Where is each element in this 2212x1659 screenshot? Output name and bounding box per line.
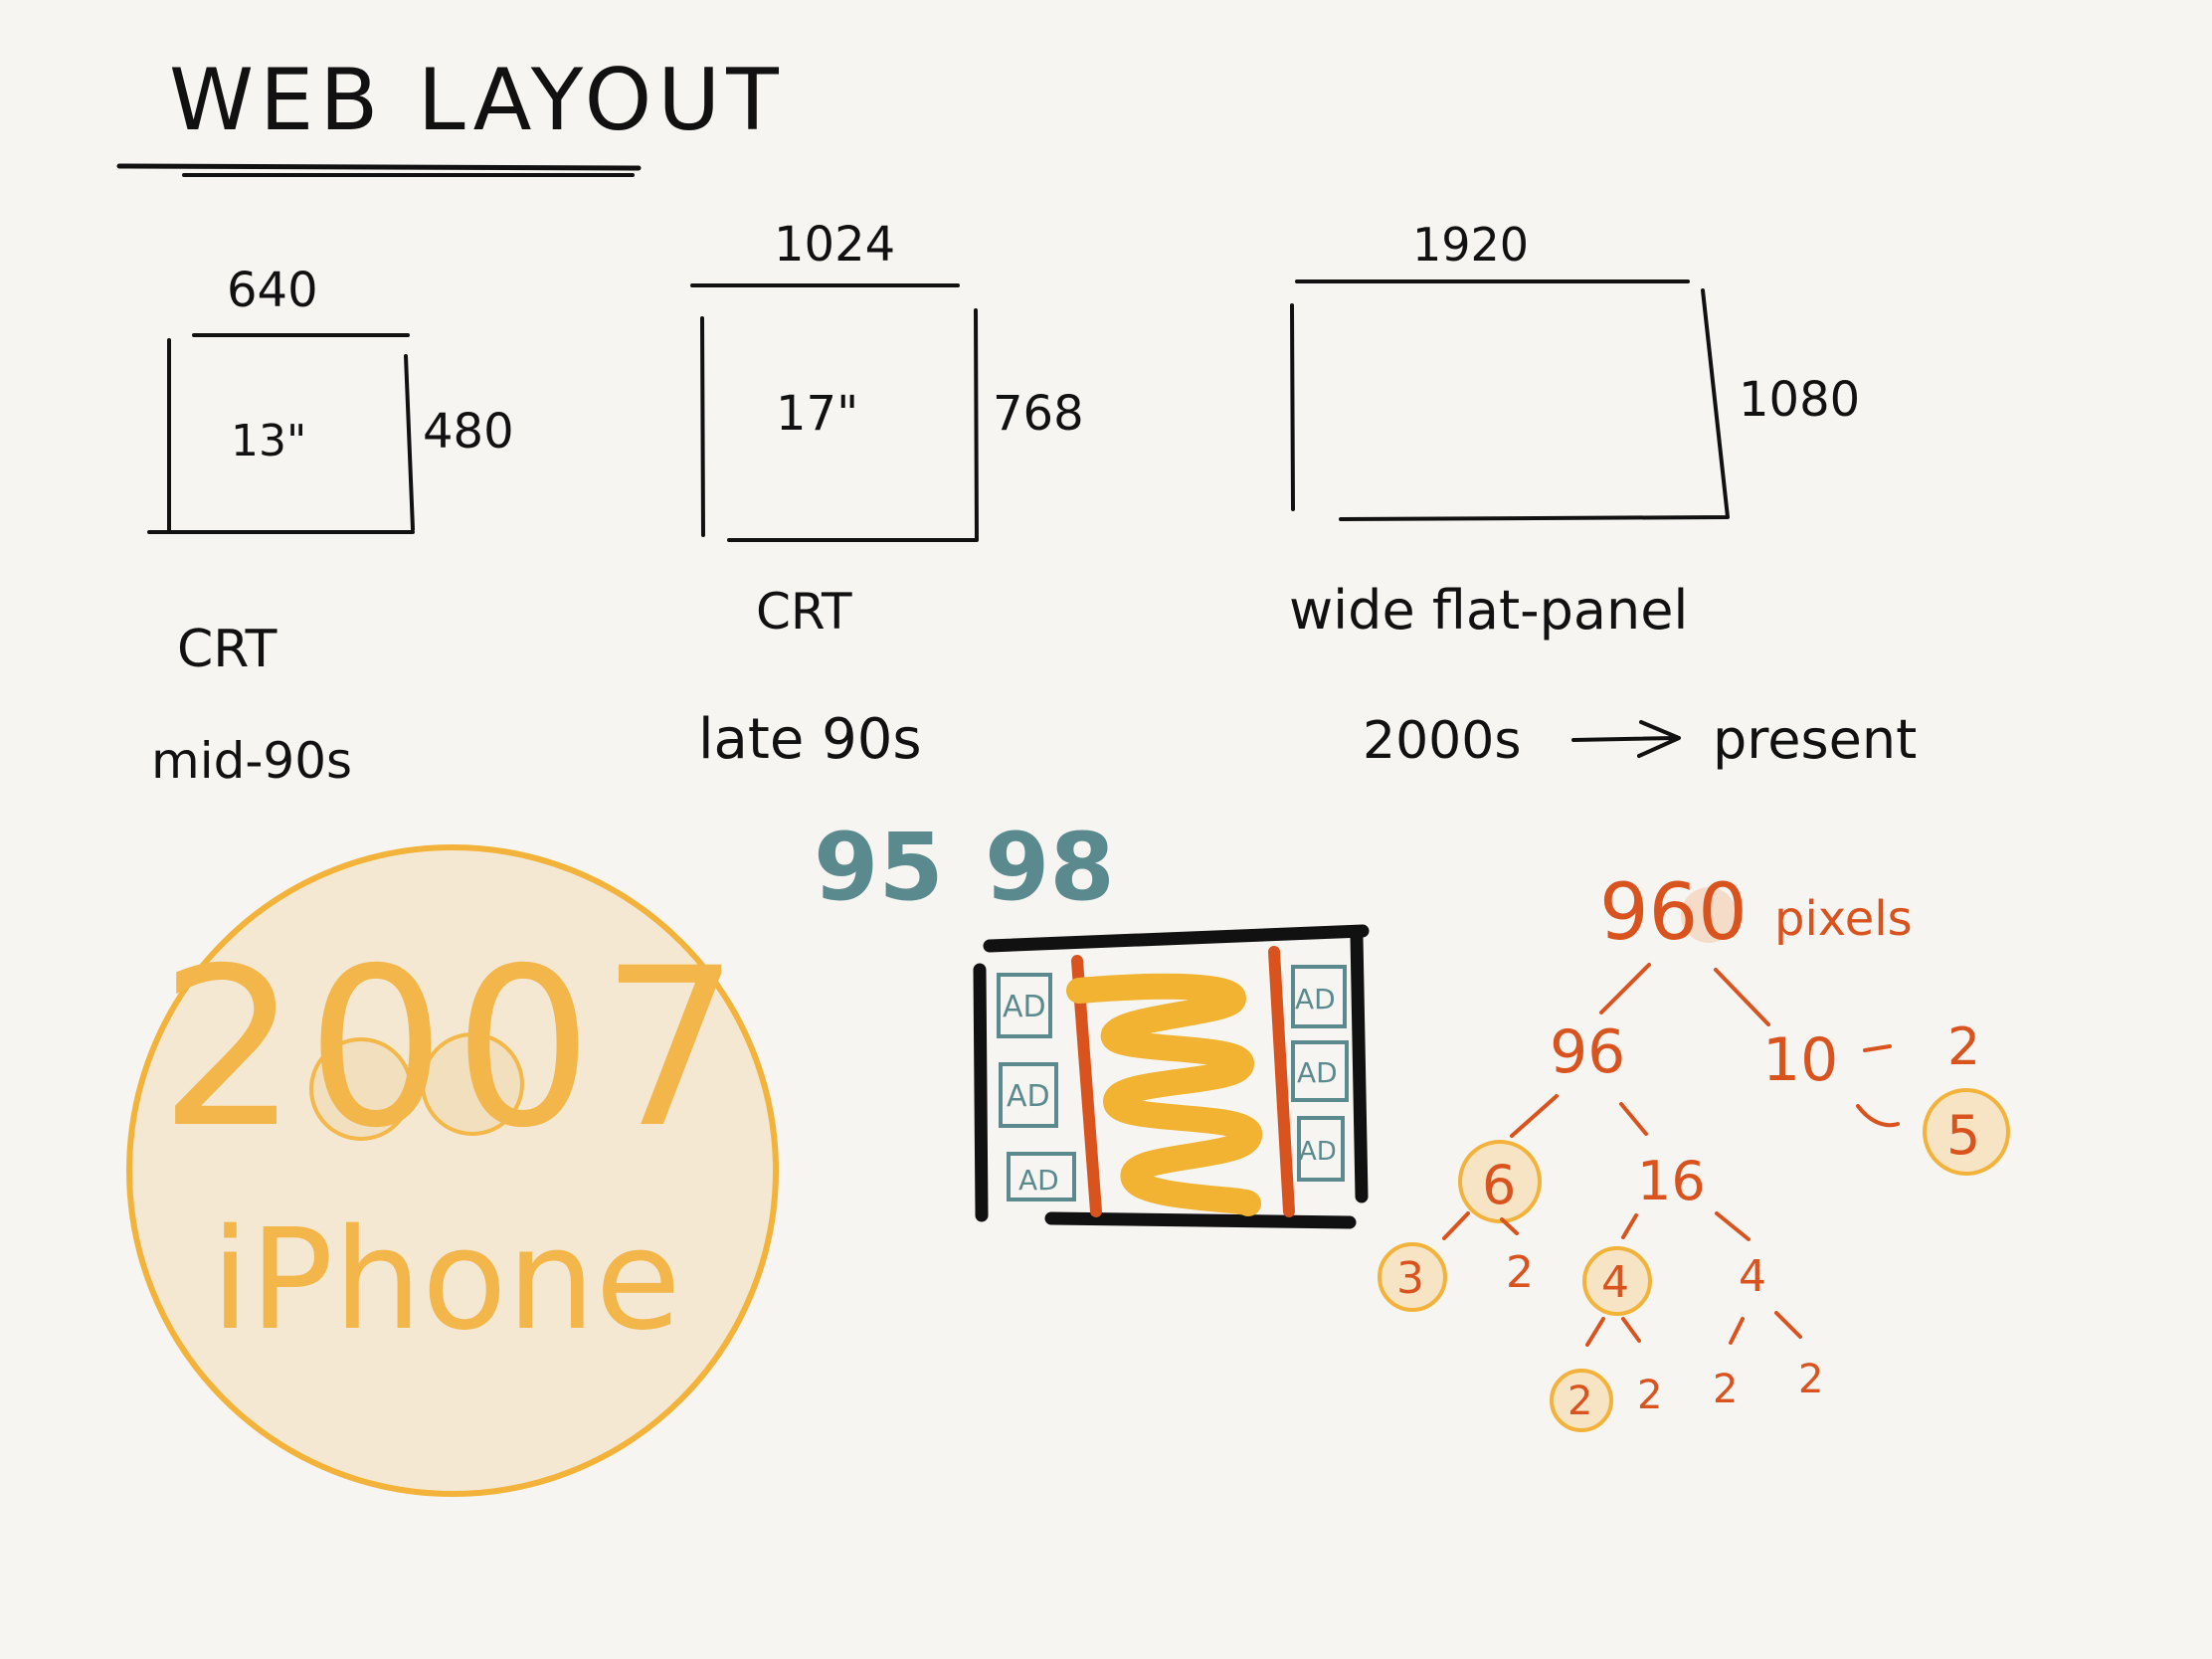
screen-1920-era-end: present (1713, 708, 1917, 771)
screen-1024-era: late 90s (698, 707, 922, 772)
grid-factor-6: 6 (1482, 1154, 1516, 1216)
ad-left-1: AD (997, 973, 1052, 1038)
four-factor-2c: 2 (1713, 1367, 1738, 1412)
six-factor-3: 3 (1396, 1253, 1424, 1304)
screen-1024-type: CRT (756, 583, 852, 641)
svg-text:AD: AD (1007, 1079, 1050, 1114)
iphone-year: 2007 (159, 921, 748, 1176)
svg-text:AD: AD (1295, 983, 1336, 1015)
six-factor-2: 2 (1506, 1247, 1534, 1298)
grid-total: 960 (1599, 868, 1748, 958)
four-factor-2a: 2 (1567, 1379, 1592, 1424)
screen-1024: 1024 768 17" CRT late 90s (690, 217, 1084, 772)
title-underline (116, 163, 642, 177)
svg-text:AD: AD (1299, 1137, 1337, 1167)
grid-factor-tree: 960 pixels 96 10 2 5 6 16 3 2 4 4 2 2 2 (1378, 868, 2010, 1432)
ten-factor-2: 2 (1947, 1017, 1980, 1077)
page-title: WEB LAYOUT (169, 51, 785, 150)
screen-1920-type: wide flat-panel (1289, 579, 1688, 642)
ad-right-2: AD (1291, 1040, 1349, 1102)
screen-1920-height: 1080 (1739, 372, 1860, 428)
grid-factor-10: 10 (1762, 1025, 1838, 1095)
content-scribble (1066, 973, 1262, 1216)
ad-left-3: AD (1007, 1152, 1076, 1201)
ad-right-1: AD (1291, 965, 1347, 1028)
webpage-sketch: AD AD AD AD AD AD (973, 924, 1370, 1229)
grid-factor-16: 16 (1637, 1150, 1706, 1212)
svg-text:AD: AD (1297, 1056, 1338, 1089)
screen-640-size: 13" (231, 416, 306, 466)
arrow-icon (1571, 720, 1681, 758)
iphone-circle: 2007 iPhone (126, 844, 779, 1497)
windows-95-label: 95 (814, 814, 944, 922)
screen-1920-width: 1920 (1412, 218, 1529, 272)
screen-640-width: 640 (227, 263, 318, 318)
four-factor-2d: 2 (1798, 1357, 1823, 1402)
svg-text:AD: AD (1018, 1164, 1059, 1197)
screen-1920: 1920 1080 wide flat-panel 2000s present (1289, 218, 1917, 771)
screen-640-type: CRT (177, 620, 277, 679)
grid-factor-96: 96 (1550, 1017, 1625, 1087)
screen-640-height: 480 (423, 404, 514, 460)
windows-98-label: 98 (985, 814, 1115, 922)
screen-640: 640 480 13" CRT mid-90s (147, 263, 514, 790)
ad-left-2: AD (999, 1062, 1058, 1128)
four-factor-2b: 2 (1637, 1373, 1662, 1418)
screen-1024-height: 768 (993, 386, 1084, 442)
screen-1024-size: 17" (776, 386, 858, 442)
iphone-name: iPhone (211, 1199, 681, 1362)
svg-text:AD: AD (1003, 990, 1046, 1024)
grid-unit: pixels (1774, 891, 1913, 947)
screen-640-era: mid-90s (151, 732, 352, 790)
ten-factor-5: 5 (1946, 1104, 1980, 1167)
ad-right-3: AD (1297, 1116, 1345, 1182)
screen-1024-width: 1024 (774, 217, 895, 273)
sixteen-factor-4a: 4 (1601, 1257, 1629, 1308)
sixteen-factor-4b: 4 (1739, 1251, 1766, 1302)
screen-1920-era: 2000s (1363, 711, 1521, 771)
